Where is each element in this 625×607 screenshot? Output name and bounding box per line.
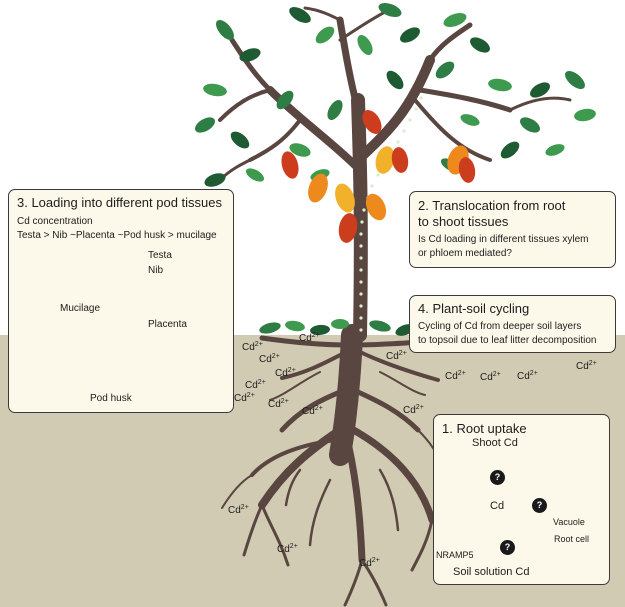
pod-tissues-title: 3. Loading into different pod tissues — [17, 195, 223, 210]
cd-ion: Cd2+ — [259, 353, 280, 365]
root-uptake-box: 1. Root uptake — [433, 414, 610, 585]
cd-ion: Cd2+ — [359, 557, 380, 569]
cd-ion: Cd2+ — [234, 392, 255, 404]
cycling-text-2: to topsoil due to leaf litter decomposit… — [418, 335, 597, 346]
nramp5-label: NRAMP5 — [436, 550, 474, 560]
cd-ion: Cd2+ — [386, 350, 407, 362]
testa-label: Testa — [148, 250, 172, 261]
unknown-transporter-2: ? — [532, 498, 547, 513]
cycling-title: 4. Plant-soil cycling — [418, 301, 530, 316]
cd-ion: Cd2+ — [275, 367, 296, 379]
cd-ion: Cd2+ — [517, 370, 538, 382]
translocation-title-2: to shoot tissues — [418, 214, 509, 229]
pod-tissues-box: 3. Loading into different pod tissues Cd… — [8, 189, 234, 413]
cd-ion: Cd2+ — [228, 504, 249, 516]
cd-ion: Cd2+ — [268, 398, 289, 410]
leaf-litter — [259, 319, 415, 336]
unknown-transporter-3: ? — [500, 540, 515, 555]
cd-ion: Cd2+ — [242, 341, 263, 353]
root-uptake-title: 1. Root uptake — [442, 421, 527, 436]
root-cell-label: Root cell — [554, 534, 590, 544]
tree-branches — [218, 6, 572, 342]
plant-soil-cycling-box: 4. Plant-soil cycling Cycling of Cd from… — [409, 295, 616, 353]
translocation-box: 2. Translocation from root to shoot tiss… — [409, 191, 616, 268]
root-system — [221, 324, 453, 607]
cd-ion: Cd2+ — [480, 371, 501, 383]
cd-ion: Cd2+ — [576, 360, 597, 372]
translocation-title-1: 2. Translocation from root — [418, 198, 566, 213]
nib-label: Nib — [148, 265, 164, 276]
soil-solution-cd-label: Soil solution Cd — [453, 566, 530, 578]
cd-ion: Cd2+ — [277, 543, 298, 555]
vacuole-label: Vacuole — [553, 517, 585, 527]
shoot-cd-label: Shoot Cd — [472, 437, 518, 449]
cd-label: Cd — [490, 500, 505, 512]
placenta-label: Placenta — [148, 319, 187, 330]
cd-concentration-label: Cd concentration — [17, 216, 93, 227]
cd-ion: Cd2+ — [302, 405, 323, 417]
cd-ion: Cd2+ — [445, 370, 466, 382]
translocation-question-1: Is Cd loading in different tissues xylem — [418, 234, 589, 245]
tree-pods — [281, 110, 476, 243]
cd-ion: Cd2+ — [245, 379, 266, 391]
pod-husk-label: Pod husk — [90, 393, 132, 404]
cd-ion: Cd2+ — [403, 404, 424, 416]
cd-concentration-ranking: Testa > Nib ~Placenta ~Pod husk > mucila… — [17, 230, 217, 241]
unknown-transporter-1: ? — [490, 470, 505, 485]
cycling-text-1: Cycling of Cd from deeper soil layers — [418, 321, 582, 332]
translocation-question-2: or phloem mediated? — [418, 248, 512, 259]
cd-ion: Cd2+ — [299, 332, 320, 344]
mucilage-label: Mucilage — [60, 303, 101, 314]
